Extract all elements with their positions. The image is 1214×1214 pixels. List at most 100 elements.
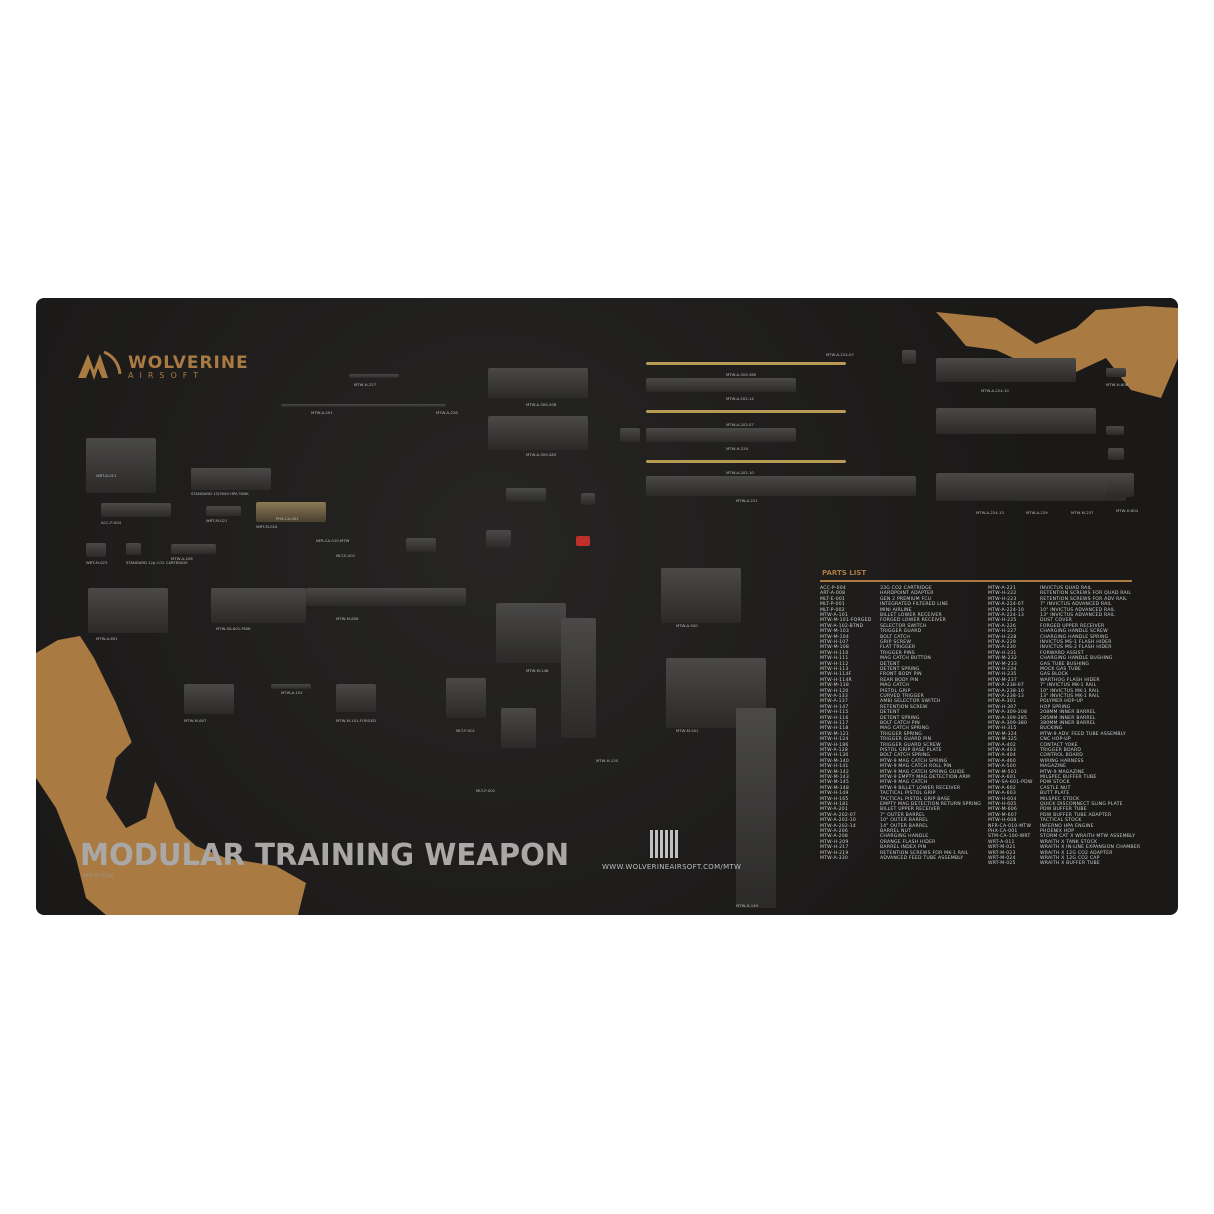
component-image [101, 503, 171, 517]
part-name: DUST COVER [1040, 618, 1073, 624]
part-name: RETENTION SCREWS FOR ADV RAIL [1040, 596, 1128, 602]
part-name: MTW-9 MAGAZINE [1040, 769, 1085, 775]
component-label: MLT-E-001 [336, 553, 356, 558]
component-image [191, 468, 271, 490]
part-name: MAG CATCH [880, 683, 910, 689]
part-name: STORM CAT X WRAITH MTW ASSEMBLY [1040, 834, 1136, 840]
part-name: 285MM INNER BARREL [1040, 715, 1096, 721]
part-code: MTW-M-501 [988, 769, 1017, 775]
part-name: CONTACT YOKE [1040, 742, 1078, 748]
part-code: MTW-H-165 [820, 796, 849, 802]
component-label: WRT-M-021 [206, 518, 228, 523]
part-code: MTW-H-113 [820, 667, 849, 672]
part-name: QUICK DISCONNECT SLING PLATE [1040, 802, 1123, 807]
part-name: PDW STOCK [1040, 780, 1070, 786]
part-code: MTW-A-102-BTND [820, 623, 864, 629]
qr-code [650, 830, 678, 858]
part-name: CURVED TRIGGER [880, 694, 924, 699]
component-label: MTW-A-202-14 [726, 396, 754, 401]
component-label: MTW-M-607 [184, 718, 207, 723]
part-name: MAGAZINE [1040, 764, 1067, 770]
part-name: WRAITH X 12G CO2 ADAPTER [1040, 850, 1113, 856]
part-name: TRIGGER GUARD PIN [880, 737, 932, 743]
part-name: POLYMER HOP-UP [1040, 699, 1083, 705]
component-label: MTW-H-604 [1116, 508, 1139, 513]
component-label: MTW-H-234 [726, 446, 749, 451]
part-code: MTW-A-309-285 [988, 715, 1028, 721]
part-name: 13" INVICTUS MK-1 RAIL [1040, 694, 1100, 699]
part-code: WRT-M-021 [988, 845, 1016, 851]
part-name: BOLT CATCH PIN [880, 721, 920, 726]
part-code: WRT-M-023 [988, 850, 1016, 856]
part-name: CHARGING HANDLE SCREW [1040, 629, 1108, 635]
part-code: MTW-H-120 [820, 688, 849, 694]
part-code: MTW-H-116 [820, 715, 849, 721]
part-name: DETENT [880, 710, 900, 716]
parts-list-divider [820, 580, 1132, 582]
part-code: MTW-H-114R [820, 677, 852, 683]
part-code: MTW-A-402 [988, 742, 1016, 748]
part-name: 10" INVICTUS MK-1 RAIL [1040, 688, 1100, 694]
component-image [576, 536, 590, 546]
component-label: MTW-A-224-07 [826, 352, 854, 357]
part-code: MTW-A-128 [820, 748, 848, 753]
part-code: MTW-H-604 [988, 796, 1017, 802]
part-name: WRAITH X 12G CO2 CAP [1040, 856, 1100, 861]
part-name: PDW BUFFER TUBE [1040, 807, 1087, 813]
component-image [86, 438, 156, 493]
part-code: MTW-A-301 [988, 699, 1016, 705]
part-code: MTW-A-201 [820, 807, 848, 813]
part-code: WRT-M-024 [988, 856, 1016, 861]
part-code: MTW-A-224-13 [988, 613, 1025, 618]
component-label: STANDARD 13/3000 HPA TANK [191, 491, 249, 496]
component-image [646, 460, 846, 463]
part-code: MTW-H-117 [820, 721, 849, 726]
part-code: MTW-A-206 [820, 829, 848, 834]
part-code: MTW-H-124 [820, 737, 849, 743]
component-label: MTW-A-224-13 [976, 510, 1004, 515]
brush-stroke-left [36, 636, 306, 915]
part-code: MTW-A-229 [988, 640, 1016, 645]
part-code: STM-CA-100-WRT [988, 834, 1031, 840]
part-code: NFR-CA-010-MTW [988, 823, 1032, 829]
page-title: MODULAR TRAINING WEAPON [80, 838, 570, 873]
component-label: MTW-A-202-10 [726, 470, 754, 475]
part-code: MTW-H-181 [820, 802, 849, 807]
part-name: WRAITH X TANK STOCK [1040, 839, 1098, 845]
part-code: MTW-A-309-208 [988, 710, 1028, 716]
part-code: MTW-A-603 [988, 791, 1016, 797]
component-label: MTW-A-206 [171, 556, 193, 561]
part-name: 7" INVICTUS ADVANCED RAIL [1040, 602, 1112, 608]
part-name: BUCKING [1040, 726, 1063, 732]
component-label: MTW-H-608 [1106, 382, 1129, 387]
part-code: MTW-A-309-380 [988, 721, 1028, 726]
part-name: RETENTION SCREW [880, 704, 928, 710]
component-label: MTW-A-224-10 [981, 388, 1009, 393]
component-image [620, 428, 640, 442]
component-image [646, 476, 916, 496]
part-name: FORGED UPPER RECEIVER [1040, 623, 1105, 629]
component-label: MTW-A-309-380 [726, 372, 757, 377]
component-image [1106, 426, 1124, 435]
part-name: INTEGRATED FILTERED LINE [880, 602, 949, 608]
part-code: MTW-M-104 [820, 634, 849, 640]
part-code: MTW-H-227 [988, 629, 1017, 635]
part-name: MTW-9 MAG CATCH SPRING [880, 758, 948, 764]
component-image [501, 708, 536, 748]
part-code: MTW-A-137 [820, 699, 848, 705]
part-code: MTW-A-238-13 [988, 694, 1025, 699]
part-code: MTW-M-143 [820, 775, 849, 780]
part-name: MILSPEC BUFFER TUBE [1040, 775, 1097, 780]
component-image [936, 473, 1126, 501]
component-image [646, 362, 846, 365]
part-name: HARDPOINT ADAPTER [880, 591, 934, 597]
part-name: TACTICAL PISTOL GRIP [880, 791, 936, 797]
part-name: 10" INVICTUS ADVANCED RAIL [1040, 607, 1115, 613]
camo-brush-strokes [36, 306, 1178, 915]
part-code: MTW-M-103 [820, 629, 849, 635]
website-url: WWW.WOLVERINEAIRSOFT.COM/MTW [602, 863, 742, 871]
part-code: MTW-H-186 [820, 742, 849, 748]
part-name: WARTHOG FLASH HIDER [1040, 677, 1100, 683]
part-code: MTW-H-141 [820, 764, 849, 770]
